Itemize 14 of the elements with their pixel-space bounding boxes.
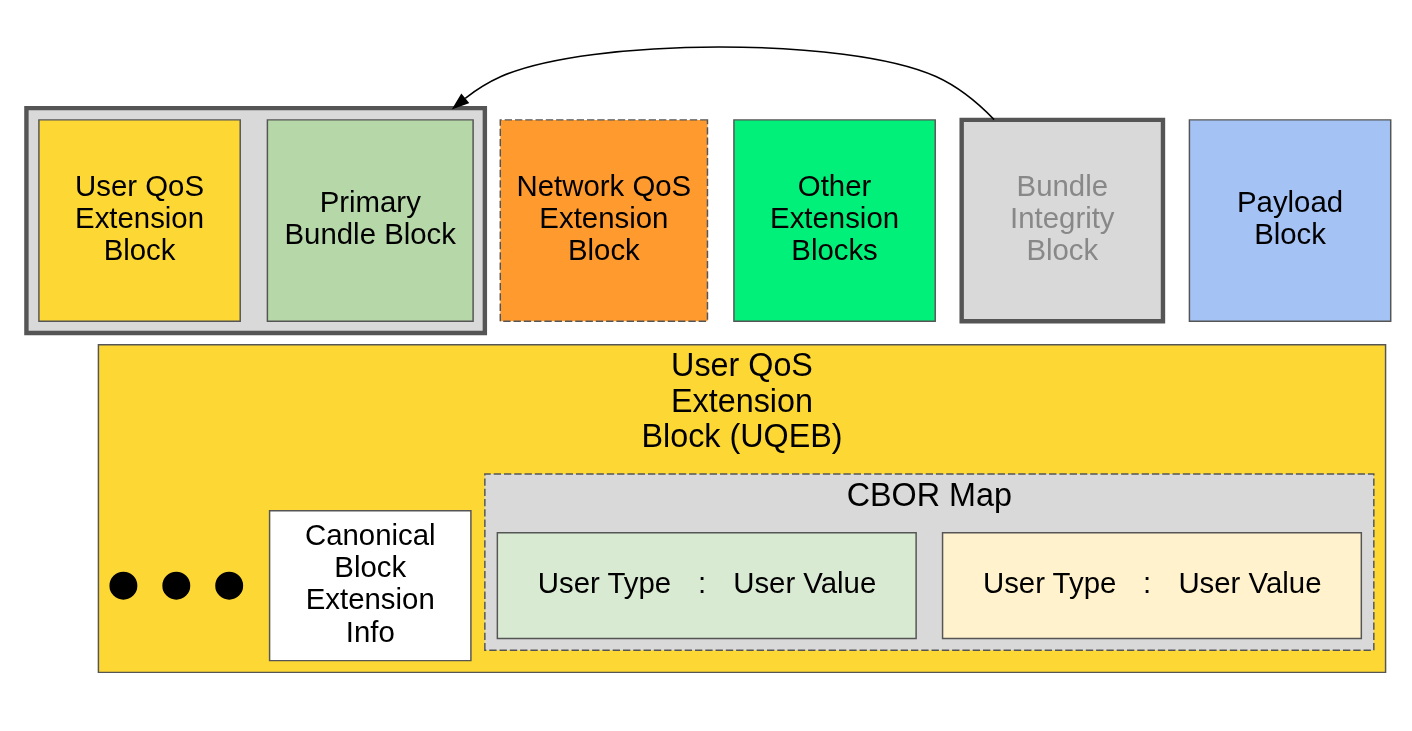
node-box: Network QoS Extension Block — [499, 119, 709, 322]
node-box: User QoS Extension Block — [38, 119, 241, 322]
node-box: User Type : User Value — [496, 532, 917, 640]
node-box: Canonical Block Extension Info — [268, 510, 472, 662]
node-box: Payload Block — [1188, 119, 1392, 322]
node-circle — [109, 571, 138, 600]
node-box: Primary Bundle Block — [266, 119, 474, 322]
node-circle — [162, 571, 191, 600]
node-box: Other Extension Blocks — [733, 119, 936, 322]
cluster — [24, 105, 488, 336]
node-box: User Type : User Value — [941, 532, 1363, 640]
node-circle — [215, 571, 244, 600]
node-box: Bundle Integrity Block — [959, 117, 1166, 324]
arrow — [451, 46, 995, 121]
